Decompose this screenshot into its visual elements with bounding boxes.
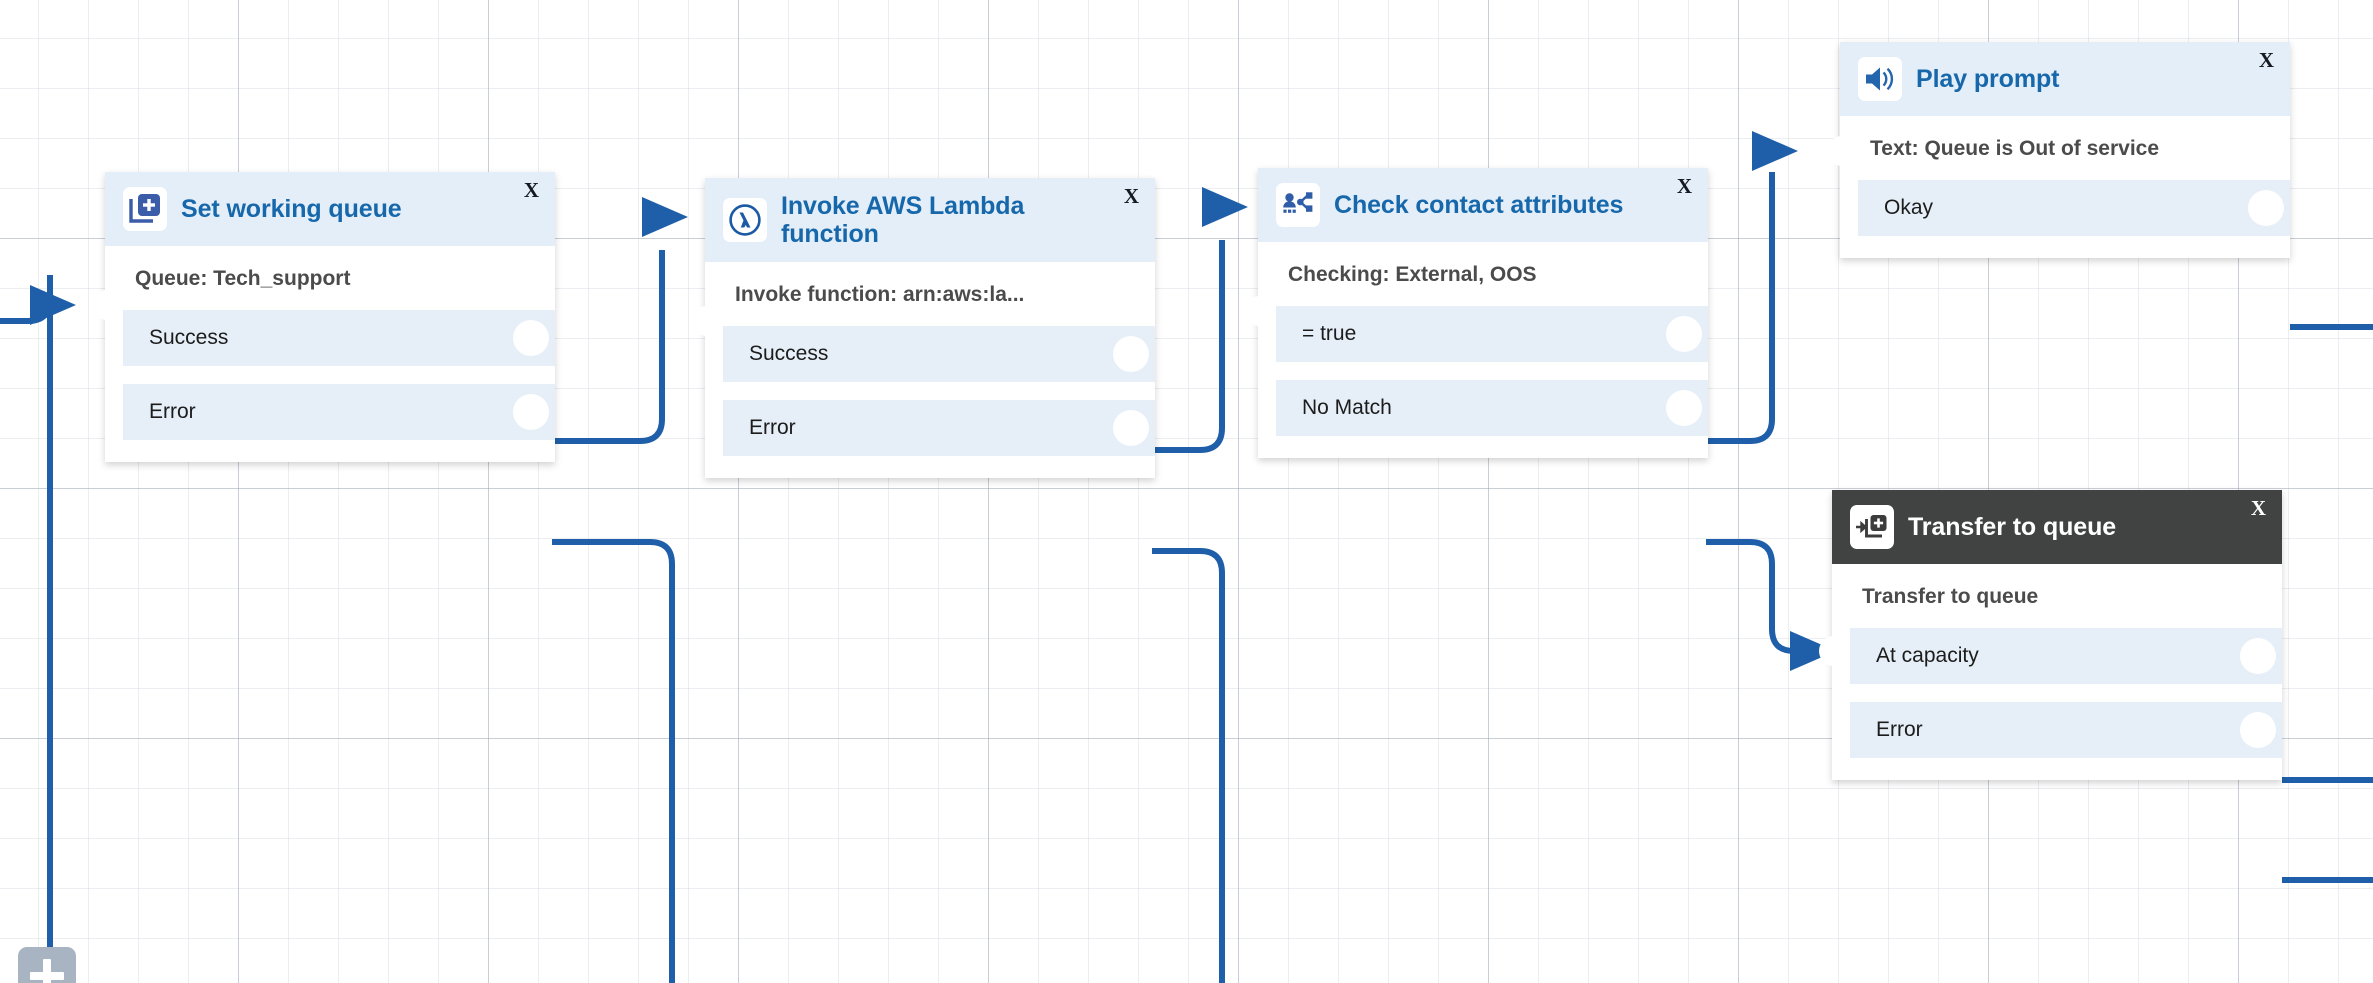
node-title: Play prompt: [1916, 65, 2060, 93]
port-label: = true: [1302, 322, 1357, 346]
node-header[interactable]: Invoke AWS Lambda function X: [705, 178, 1155, 262]
port-label: Error: [149, 400, 196, 424]
node-invoke-aws-lambda-function[interactable]: Invoke AWS Lambda function X Invoke func…: [705, 178, 1155, 479]
node-header[interactable]: Set working queue X: [105, 172, 555, 246]
port-error[interactable]: Error: [723, 400, 1155, 457]
entry-connector-dot-node5[interactable]: [1819, 636, 1849, 666]
node-transfer-to-queue[interactable]: Transfer to queue X Transfer to queue At…: [1832, 490, 2282, 781]
port-at-capacity[interactable]: At capacity: [1850, 628, 2282, 685]
node-ports: = true No Match: [1258, 306, 1708, 458]
port-label: No Match: [1302, 396, 1392, 420]
node-ports: At capacity Error: [1832, 628, 2282, 780]
port-error[interactable]: Error: [123, 384, 555, 441]
arrowhead-into-node1: [30, 285, 76, 325]
close-icon[interactable]: X: [523, 178, 539, 202]
port-connector-dot[interactable]: [1113, 410, 1149, 447]
port-equals-true[interactable]: = true: [1276, 306, 1708, 363]
arrowhead-into-playprompt: [1752, 131, 1798, 171]
node-header[interactable]: Play prompt X: [1840, 42, 2290, 116]
port-connector-dot[interactable]: [1113, 336, 1149, 373]
port-label: At capacity: [1876, 644, 1979, 668]
node-description: Checking: External, OOS: [1288, 263, 1537, 286]
wire-n2error-down: [1152, 548, 1225, 983]
port-okay[interactable]: Okay: [1858, 180, 2290, 237]
entry-connector-dot-node3[interactable]: [1245, 296, 1275, 326]
port-connector-dot[interactable]: [2240, 712, 2276, 749]
node-title: Invoke AWS Lambda function: [781, 192, 1025, 248]
port-connector-dot[interactable]: [2248, 190, 2284, 227]
node-title: Transfer to queue: [1908, 513, 2117, 541]
node-ports: Okay: [1840, 180, 2290, 258]
close-icon[interactable]: X: [1123, 184, 1139, 208]
set-working-queue-icon: [123, 187, 167, 231]
arrowhead-into-node2: [642, 197, 688, 237]
node-body: Text: Queue is Out of service Okay: [1840, 116, 2290, 259]
arrowhead-into-node3: [1202, 187, 1248, 227]
close-icon[interactable]: X: [2258, 48, 2274, 72]
add-node-button[interactable]: [18, 947, 76, 983]
port-label: Error: [1876, 718, 1923, 742]
node-body: Checking: External, OOS = true No Match: [1258, 242, 1708, 459]
node-description: Invoke function: arn:aws:la...: [735, 283, 1025, 306]
wire-n3nomatch-to-transfer: [1706, 539, 1812, 654]
port-label: Error: [749, 416, 796, 440]
wire-n3true-to-playprompt: [1706, 172, 1775, 444]
port-label: Success: [749, 342, 829, 366]
close-icon[interactable]: X: [2250, 496, 2266, 520]
wire-incoming-bottom: [44, 299, 53, 983]
entry-connector-dot-node1[interactable]: [92, 290, 122, 320]
node-description: Queue: Tech_support: [135, 267, 351, 290]
node-ports: Success Error: [705, 326, 1155, 478]
node-header[interactable]: Transfer to queue X: [1832, 490, 2282, 564]
port-label: Okay: [1884, 196, 1934, 220]
wire-n2success-to-n3: [1152, 240, 1225, 453]
port-connector-dot[interactable]: [513, 394, 549, 431]
port-error[interactable]: Error: [1850, 702, 2282, 759]
port-success[interactable]: Success: [123, 310, 555, 367]
node-body: Transfer to queue At capacity Error: [1832, 564, 2282, 781]
node-title: Check contact attributes: [1334, 191, 1624, 219]
port-connector-dot[interactable]: [1666, 390, 1702, 427]
aws-lambda-icon: [723, 198, 767, 242]
port-label: Success: [149, 326, 229, 350]
speaker-icon: [1858, 57, 1902, 101]
node-body: Invoke function: arn:aws:la... Success E…: [705, 262, 1155, 479]
close-icon[interactable]: X: [1676, 174, 1692, 198]
node-description: Text: Queue is Out of service: [1870, 137, 2160, 160]
entry-connector-dot-node4[interactable]: [1827, 136, 1857, 166]
entry-connector-dot-node2[interactable]: [692, 306, 722, 336]
node-play-prompt[interactable]: Play prompt X Text: Queue is Out of serv…: [1840, 42, 2290, 259]
node-ports: Success Error: [105, 310, 555, 462]
node-check-contact-attributes[interactable]: Check contact attributes X Checking: Ext…: [1258, 168, 1708, 459]
node-description: Transfer to queue: [1862, 585, 2039, 608]
node-header[interactable]: Check contact attributes X: [1258, 168, 1708, 242]
port-no-match[interactable]: No Match: [1276, 380, 1708, 437]
node-title: Set working queue: [181, 195, 402, 223]
check-contact-attributes-icon: [1276, 183, 1320, 227]
wire-incoming-top: [0, 275, 53, 324]
wire-n1error-down: [552, 539, 675, 983]
wire-n1success-to-n2: [552, 250, 665, 444]
node-set-working-queue[interactable]: Set working queue X Queue: Tech_support …: [105, 172, 555, 463]
node-body: Queue: Tech_support Success Error: [105, 246, 555, 463]
port-connector-dot[interactable]: [2240, 638, 2276, 675]
port-connector-dot[interactable]: [1666, 316, 1702, 353]
port-success[interactable]: Success: [723, 326, 1155, 383]
port-connector-dot[interactable]: [513, 320, 549, 357]
transfer-to-queue-icon: [1850, 505, 1894, 549]
